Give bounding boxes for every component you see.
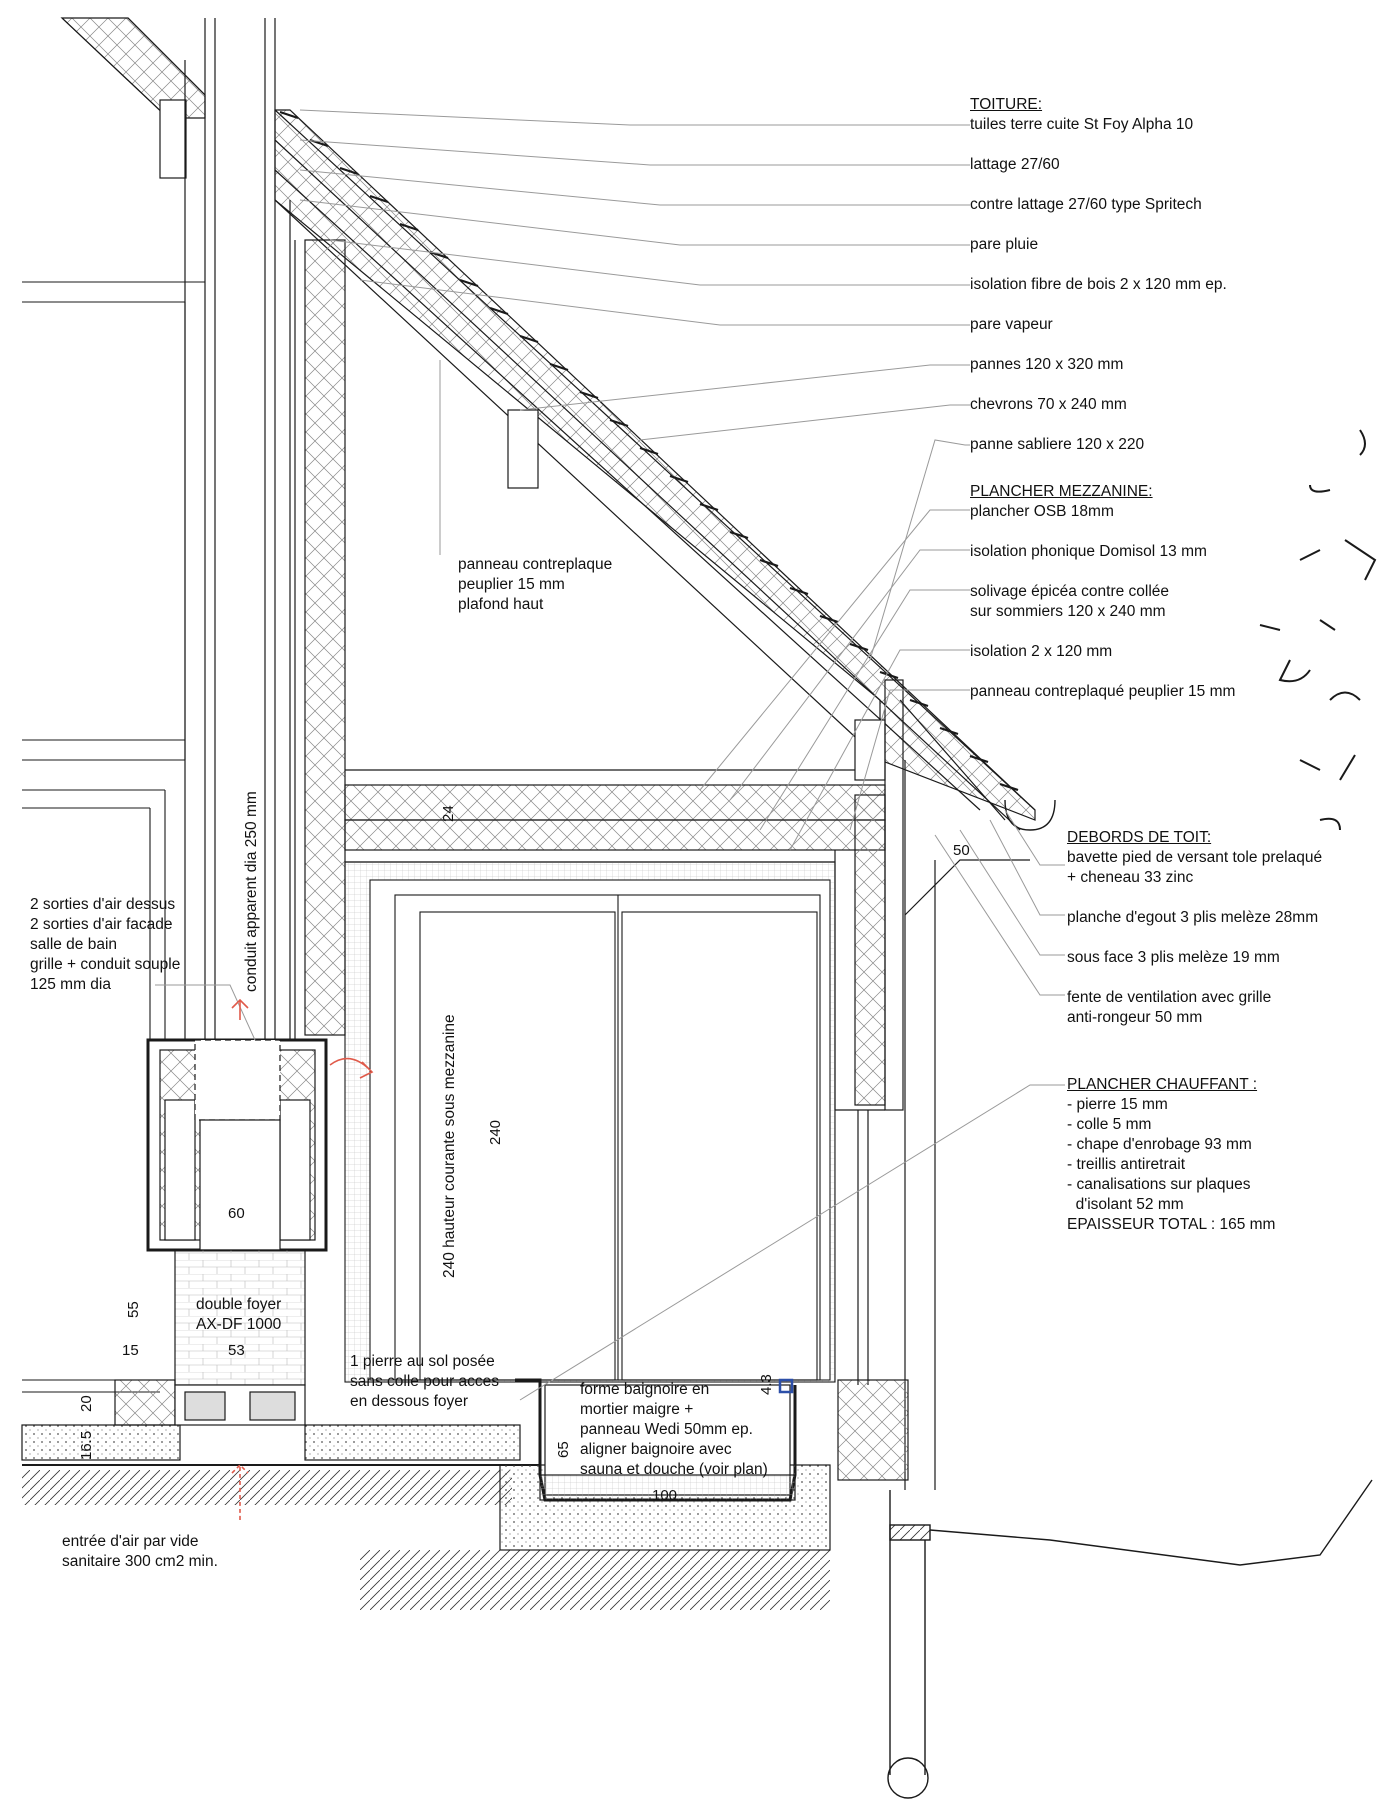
- main-roof: [274, 109, 1056, 831]
- mezzanine-item: plancher OSB 18mm: [970, 503, 1114, 520]
- mezzanine-floor: [344, 769, 886, 863]
- dim-20: 20: [78, 1395, 95, 1412]
- tree-sketch: [1259, 429, 1377, 831]
- mezzanine-item: panneau contreplaqué peuplier 15 mm: [970, 683, 1236, 700]
- interior-room: [344, 861, 836, 1383]
- dim-55: 55: [125, 1301, 142, 1318]
- note-double-foyer: double foyer AX-DF 1000: [196, 1296, 282, 1333]
- dim-65: 65: [555, 1441, 572, 1458]
- mezzanine-item: solivage épicéa contre collée sur sommie…: [970, 583, 1170, 620]
- note-conduit: conduit apparent dia 250 mm: [243, 791, 260, 992]
- note-hauteur: 240 hauteur courante sous mezzanine: [441, 1014, 458, 1278]
- debords-item: sous face 3 plis melèze 19 mm: [1067, 949, 1280, 966]
- toiture-item: pannes 120 x 320 mm: [970, 356, 1124, 373]
- dim-100: 100: [652, 1487, 678, 1504]
- floor-slab: [21, 1379, 830, 1610]
- debords-header: DEBORDS DE TOIT:: [1067, 829, 1212, 846]
- dim-24: 24: [440, 805, 457, 822]
- note-panneau-plafond: panneau contreplaque peuplier 15 mm plaf…: [458, 556, 613, 613]
- chauffant-line: - colle 5 mm: [1067, 1116, 1152, 1133]
- dim-4-3: 4.3: [758, 1374, 775, 1395]
- chauffant-line: - canalisations sur plaques: [1067, 1176, 1251, 1193]
- note-baignoire: forme baignoire en mortier maigre + pann…: [580, 1381, 768, 1478]
- toiture-item: lattage 27/60: [970, 156, 1060, 173]
- mezzanine-item: isolation phonique Domisol 13 mm: [970, 543, 1207, 560]
- toiture-item: panne sabliere 120 x 220: [970, 436, 1145, 453]
- chauffant-line: - treillis antiretrait: [1067, 1156, 1185, 1173]
- debords-item: bavette pied de versant tole prelaqué + …: [1067, 849, 1323, 886]
- dim-50: 50: [953, 842, 970, 859]
- chauffant-line: - pierre 15 mm: [1067, 1096, 1168, 1113]
- note-pierre-sol: 1 pierre au sol posée sans colle pour ac…: [350, 1353, 500, 1410]
- mezzanine-header: PLANCHER MEZZANINE:: [970, 483, 1153, 500]
- chauffant-line: d'isolant 52 mm: [1067, 1196, 1184, 1213]
- dim-240: 240: [487, 1119, 504, 1145]
- toiture-item: chevrons 70 x 240 mm: [970, 396, 1127, 413]
- chauffant-header: PLANCHER CHAUFFANT :: [1067, 1076, 1258, 1093]
- toiture-item: tuiles terre cuite St Foy Alpha 10: [970, 116, 1194, 133]
- mezzanine-item: isolation 2 x 120 mm: [970, 643, 1113, 660]
- toiture-header: TOITURE:: [970, 96, 1043, 113]
- toiture-item: isolation fibre de bois 2 x 120 mm ep.: [970, 276, 1227, 293]
- toiture-item: pare vapeur: [970, 316, 1053, 333]
- chauffant-line: - chape d'enrobage 93 mm: [1067, 1136, 1252, 1153]
- debords-item: fente de ventilation avec grille anti-ro…: [1067, 989, 1272, 1026]
- interior-wall: [289, 200, 346, 1040]
- note-sorties-air: 2 sorties d'air dessus 2 sorties d'air f…: [30, 896, 181, 993]
- dim-16-5: 16.5: [78, 1430, 95, 1460]
- air-arrows: [231, 998, 374, 1520]
- dim-53: 53: [228, 1342, 245, 1359]
- note-entree-air: entrée d'air par vide sanitaire 300 cm2 …: [62, 1533, 218, 1570]
- exterior-ground: [887, 1479, 1373, 1799]
- right-wall: [834, 679, 1030, 1490]
- bathtub: [499, 1378, 831, 1551]
- upper-roof: [60, 17, 206, 179]
- leader-lines: [155, 109, 1065, 1401]
- toiture-item: contre lattage 27/60 type Spritech: [970, 196, 1202, 213]
- dim-60: 60: [228, 1205, 245, 1222]
- chauffant-total: EPAISSEUR TOTAL : 165 mm: [1067, 1216, 1276, 1233]
- dim-15: 15: [122, 1342, 139, 1359]
- debords-item: planche d'egout 3 plis melèze 28mm: [1067, 909, 1319, 926]
- chimney-duct: [184, 18, 276, 1040]
- toiture-item: pare pluie: [970, 236, 1039, 253]
- stove: [146, 1038, 328, 1386]
